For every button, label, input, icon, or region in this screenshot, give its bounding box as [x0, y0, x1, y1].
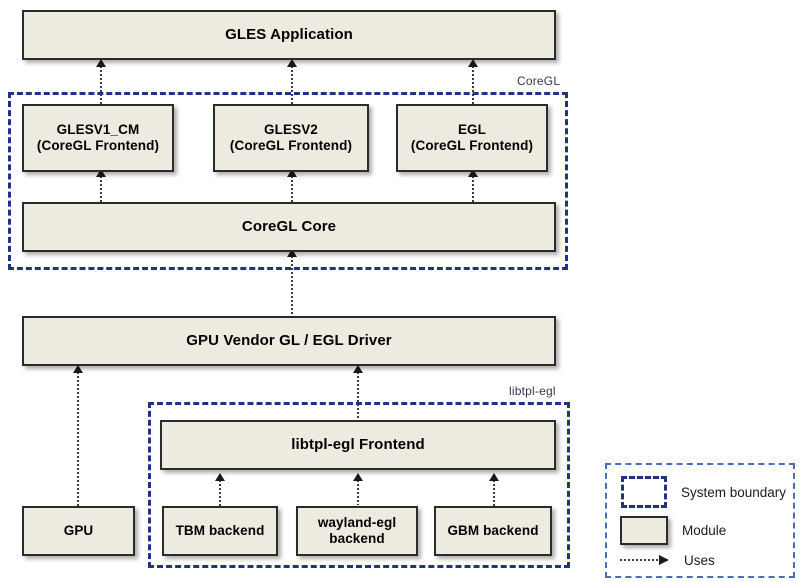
- uses-arrow-head: [659, 555, 669, 565]
- arrow-head-gbm-backend-to-libtpl-egl-frontend: [489, 473, 499, 481]
- module-gpu[interactable]: GPU: [22, 506, 135, 556]
- arrow-head-gpu-vendor-driver-to-coregl-core: [287, 249, 297, 257]
- module-gpu-vendor-driver[interactable]: GPU Vendor GL / EGL Driver: [22, 316, 556, 366]
- arrow-wayland-egl-backend-to-libtpl-egl-frontend: [357, 480, 359, 505]
- arrow-coregl-core-to-glesv1cm: [100, 176, 102, 204]
- module-gles-application[interactable]: GLES Application: [22, 10, 556, 60]
- arrow-head-tbm-backend-to-libtpl-egl-frontend: [215, 473, 225, 481]
- arrow-head-glesv1cm-to-gles-application: [96, 59, 106, 67]
- arrow-head-coregl-core-to-glesv1cm: [96, 169, 106, 177]
- legend-panel: System boundary Module Uses: [605, 463, 795, 578]
- module-glesv1-cm[interactable]: GLESV1_CM (CoreGL Frontend): [22, 104, 174, 172]
- legend-label-system-boundary: System boundary: [680, 484, 786, 500]
- system-boundary-swatch-icon: [621, 476, 667, 508]
- arrow-head-wayland-egl-backend-to-libtpl-egl-frontend: [353, 473, 363, 481]
- arrow-tbm-backend-to-libtpl-egl-frontend: [219, 480, 221, 511]
- system-boundary-libtpl-egl-label: libtpl-egl: [509, 384, 556, 398]
- arrow-head-glesv2-to-gles-application: [287, 59, 297, 67]
- system-boundary-coregl-label: CoreGL: [517, 74, 561, 88]
- arrow-glesv2-to-gles-application: [291, 66, 293, 104]
- arrow-head-egl-to-gles-application: [468, 59, 478, 67]
- uses-arrow-icon: [620, 555, 672, 565]
- arrow-head-gpu-to-gpu-vendor-driver: [73, 365, 83, 373]
- arrow-egl-to-gles-application: [472, 66, 474, 104]
- arrow-gpu-to-gpu-vendor-driver: [77, 372, 79, 506]
- module-swatch-icon: [620, 515, 668, 545]
- system-boundary-libtpl-egl: [148, 402, 570, 568]
- module-glesv2[interactable]: GLESV2 (CoreGL Frontend): [213, 104, 369, 172]
- module-gbm-backend[interactable]: GBM backend: [434, 506, 552, 556]
- legend-label-module: Module: [682, 522, 727, 538]
- system-boundary-coregl: [8, 92, 568, 270]
- arrow-glesv1cm-to-gles-application: [100, 66, 102, 104]
- uses-arrow-shaft: [620, 559, 660, 561]
- arrow-coregl-core-to-egl: [472, 176, 474, 204]
- module-coregl-core[interactable]: CoreGL Core: [22, 202, 556, 252]
- module-libtpl-egl-frontend[interactable]: libtpl-egl Frontend: [160, 420, 556, 470]
- arrow-head-libtpl-egl-frontend-to-gpu-vendor-driver: [353, 365, 363, 373]
- legend-item-module: Module: [620, 515, 785, 545]
- arrow-head-coregl-core-to-egl: [468, 169, 478, 177]
- arrow-gbm-backend-to-libtpl-egl-frontend: [493, 480, 495, 511]
- legend-item-system-boundary: System boundary: [621, 475, 786, 509]
- module-tbm-backend[interactable]: TBM backend: [162, 506, 278, 556]
- arrow-libtpl-egl-frontend-to-gpu-vendor-driver: [357, 372, 359, 420]
- arrow-gpu-vendor-driver-to-coregl-core: [291, 256, 293, 316]
- legend-item-uses: Uses: [620, 552, 785, 568]
- legend-label-uses: Uses: [684, 552, 715, 568]
- arrow-head-coregl-core-to-glesv2: [287, 169, 297, 177]
- module-wayland-egl-backend[interactable]: wayland-egl backend: [296, 506, 418, 556]
- module-egl[interactable]: EGL (CoreGL Frontend): [396, 104, 548, 172]
- arrow-coregl-core-to-glesv2: [291, 176, 293, 204]
